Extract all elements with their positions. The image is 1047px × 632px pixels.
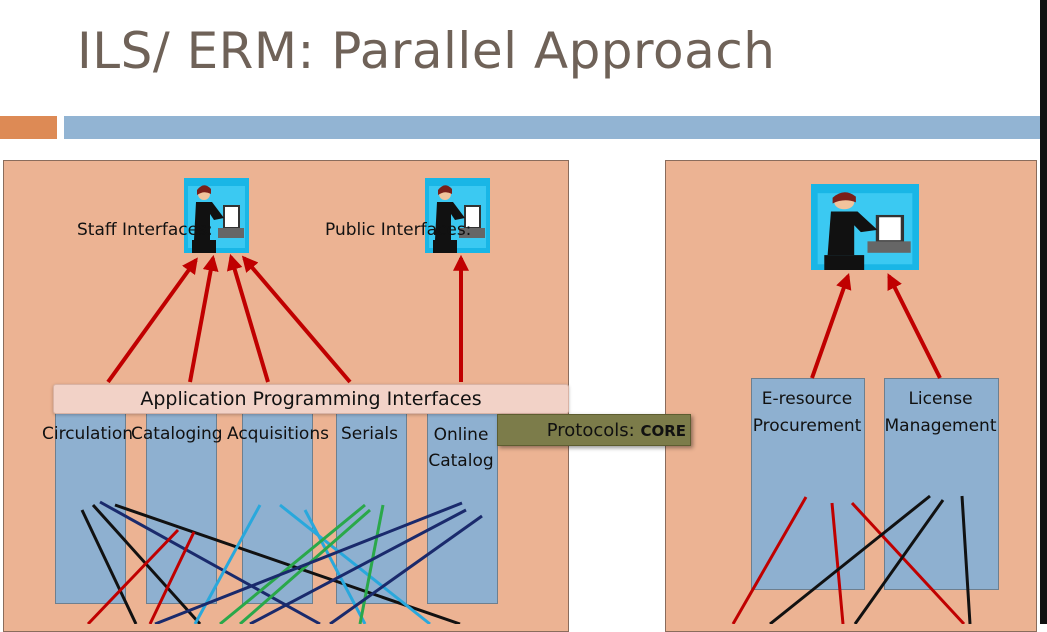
arrow-serials-to-staff — [241, 255, 352, 384]
erm-user-icon — [811, 184, 919, 270]
arrow-cataloging-to-staff — [188, 254, 219, 383]
module-label-license-management: License Management — [884, 389, 997, 436]
protocols-core: CORE — [640, 422, 686, 440]
staff-interfaces-label: Staff Interfaces: — [77, 220, 213, 240]
arrow-acquisitions-to-staff — [226, 253, 270, 383]
protocols-label: Protocols: — [546, 420, 641, 441]
staff-user-icon — [184, 178, 249, 253]
module-label-cataloging: Cataloging — [131, 424, 223, 444]
public-interfaces-label: Public Interfaces: — [325, 220, 472, 240]
module-column-online-catalog — [427, 411, 498, 604]
module-column-e-resource-procurement — [751, 378, 865, 590]
api-bar: Application Programming Interfaces — [53, 384, 569, 414]
arrow-circulation-to-staff — [106, 257, 198, 384]
accent-bar-orange — [0, 116, 57, 139]
accent-bar-blue — [64, 116, 1047, 139]
module-label-circulation: Circulation — [42, 424, 134, 444]
module-column-cataloging — [146, 411, 217, 604]
slide-title: ILS/ ERM: Parallel Approach — [77, 22, 776, 80]
module-label-online-catalog: Online Catalog — [428, 425, 494, 471]
window-edge — [1040, 0, 1047, 624]
module-label-e-resource-procurement: E-resource Procurement — [752, 389, 862, 436]
arrow-license-to-staff — [887, 273, 942, 379]
public-user-icon — [425, 178, 490, 253]
protocols-box: Protocols: CORE — [497, 414, 691, 446]
module-label-acquisitions: Acquisitions — [227, 424, 329, 444]
module-label-serials: Serials — [341, 424, 398, 444]
arrow-procurement-to-staff — [810, 272, 852, 379]
module-column-acquisitions — [242, 411, 313, 604]
